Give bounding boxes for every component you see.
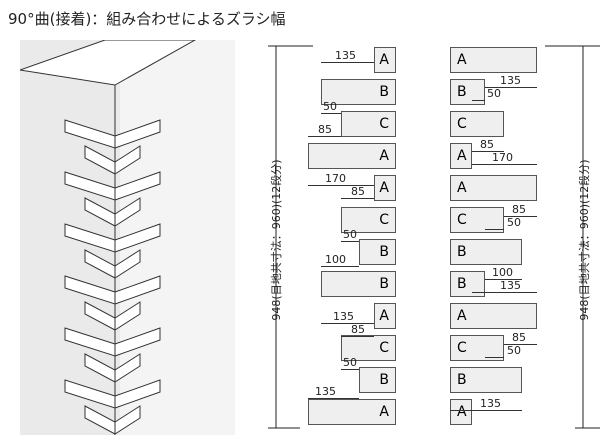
dimension-line — [504, 344, 537, 345]
brick-c: C — [450, 111, 504, 137]
brick-a: A — [374, 47, 396, 73]
offset-dimension-label: 50 — [343, 356, 357, 369]
dimension-line — [472, 292, 537, 293]
dimension-line — [321, 62, 374, 63]
offset-dimension-label: 50 — [323, 100, 337, 113]
dimension-line — [341, 369, 359, 370]
brick-c: C — [450, 335, 504, 361]
dimension-line — [341, 241, 359, 242]
dimension-line — [504, 216, 537, 217]
offset-dimension-label: 135 — [335, 49, 356, 62]
dimension-line — [341, 198, 374, 199]
offset-dimension-label: 170 — [325, 172, 346, 185]
brick-b: B — [450, 239, 522, 265]
offset-dimension-label: 135 — [480, 397, 501, 410]
brick-b: B — [450, 271, 485, 297]
offset-dimension-label: 135 — [315, 385, 336, 398]
brick-c: C — [341, 335, 396, 361]
brick-c: C — [450, 207, 504, 233]
brick-a: A — [450, 143, 472, 169]
brick-b: B — [359, 367, 396, 393]
offset-dimension-label: 50 — [507, 216, 521, 229]
dimension-line — [321, 266, 359, 267]
dimension-line — [450, 410, 522, 411]
dimension-line — [472, 100, 485, 101]
brick-b: B — [450, 367, 522, 393]
dimension-line — [341, 336, 374, 337]
brick-a: A — [308, 143, 396, 169]
dimension-line — [308, 398, 359, 399]
offset-dimension-label: 50 — [343, 228, 357, 241]
offset-dimension-label: 85 — [512, 331, 526, 344]
dimension-line — [485, 279, 522, 280]
brick-a: A — [374, 303, 396, 329]
dimension-line — [485, 229, 504, 230]
offset-dimension-label: 100 — [492, 266, 513, 279]
brick-b: B — [359, 239, 396, 265]
brick-a: A — [450, 303, 537, 329]
brick-b: B — [321, 79, 396, 105]
offset-dimension-label: 85 — [480, 138, 494, 151]
offset-dimension-label: 50 — [487, 87, 501, 100]
dimension-line — [308, 136, 341, 137]
brick-a: A — [374, 175, 396, 201]
dimension-line — [472, 151, 504, 152]
offset-dimension-label: 100 — [325, 253, 346, 266]
dimension-line — [308, 185, 374, 186]
offset-dimension-label: 170 — [492, 151, 513, 164]
brick-a: A — [450, 47, 537, 73]
corner-brick-illustration — [20, 40, 235, 435]
offset-dimension-label: 50 — [507, 344, 521, 357]
offset-dimension-label: 85 — [351, 323, 365, 336]
dimension-line — [472, 164, 537, 165]
brick-b: B — [321, 271, 396, 297]
dimension-line — [485, 357, 504, 358]
offset-dimension-label: 135 — [500, 279, 521, 292]
dimension-line — [321, 323, 374, 324]
offset-dimension-label: 85 — [318, 123, 332, 136]
brick-a: A — [308, 399, 396, 425]
offset-dimension-label: 135 — [500, 74, 521, 87]
offset-dimension-label: 85 — [351, 185, 365, 198]
brick-c: C — [341, 111, 396, 137]
diagram-title: 90°曲(接着)：組み合わせによるズラシ幅 — [8, 10, 286, 28]
brick-a: A — [450, 399, 472, 425]
brick-c: C — [341, 207, 396, 233]
dimension-line — [485, 87, 537, 88]
offset-dimension-label: 135 — [333, 310, 354, 323]
dimension-line — [321, 113, 341, 114]
offset-dimension-label: 85 — [512, 203, 526, 216]
brick-b: B — [450, 79, 485, 105]
brick-a: A — [450, 175, 537, 201]
